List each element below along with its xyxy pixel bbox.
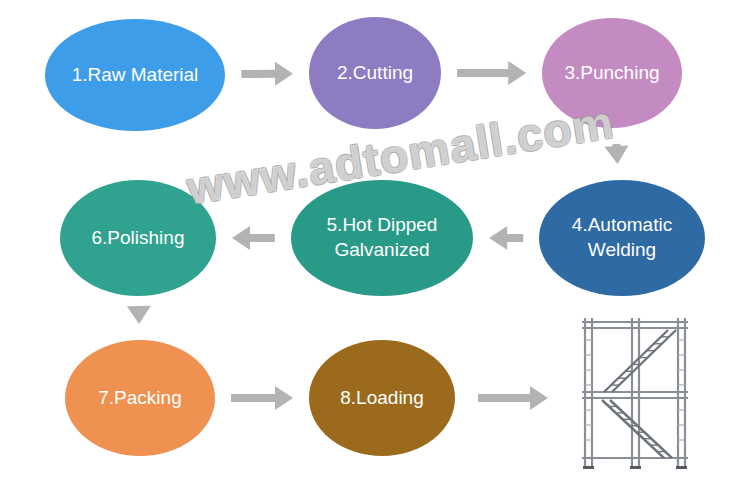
process-circle: 7.Packing [65,340,215,456]
process-circle: 1.Raw Material [45,19,226,131]
step-label: 6.Polishing [92,226,185,251]
step-label: 7.Packing [98,386,181,411]
step-label: 8.Loading [340,386,423,411]
flow-arrow [127,306,151,324]
flow-arrow [232,226,275,250]
flow-arrow [241,62,293,86]
step-label: 5.Hot Dipped Galvanized [318,213,446,262]
flow-arrow [231,386,293,410]
process-circle: 5.Hot Dipped Galvanized [291,180,473,296]
step-label: 2.Cutting [337,61,413,86]
step-label: 3.Punching [564,61,659,86]
process-circle: 4.Automatic Welding [539,180,705,296]
step-label: 4.Automatic Welding [565,213,680,262]
process-circle: 8.Loading [309,340,455,456]
flow-arrow [489,226,523,250]
step-label: 1.Raw Material [72,63,199,88]
arrow-to-scaffold [478,386,548,410]
flow-arrow [457,61,526,85]
process-circle: 2.Cutting [309,17,441,129]
